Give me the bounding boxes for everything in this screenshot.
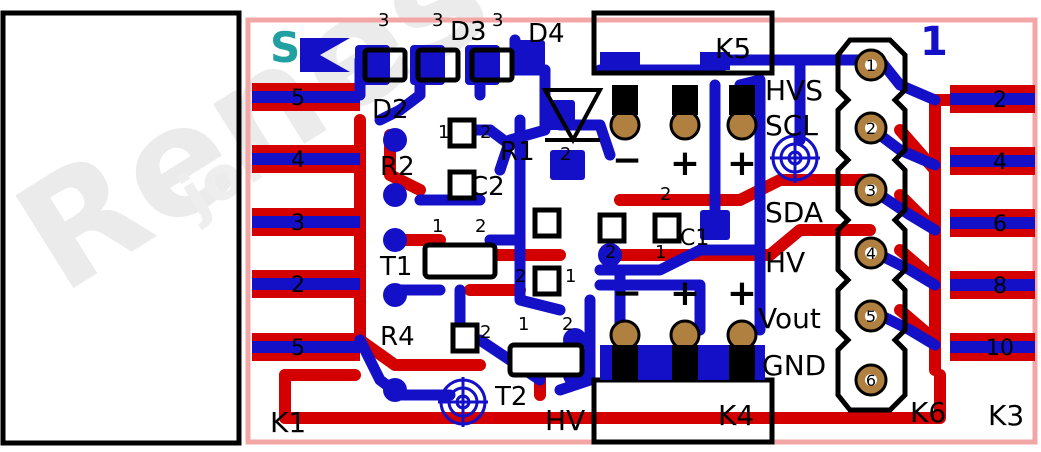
corner-mark: 1: [920, 19, 948, 65]
logo-letter: S: [270, 23, 300, 72]
k5-header-outline: [591, 10, 775, 76]
label-k1: K1: [270, 406, 306, 439]
label-k4: K4: [718, 399, 754, 432]
pin-mark-t2-1: 1: [518, 314, 529, 335]
label-c1: C1: [680, 226, 709, 251]
k6-pin-2: 2: [866, 119, 876, 138]
k6-pin-3: 3: [866, 181, 876, 200]
fiducial-target-right: [770, 133, 820, 183]
right-pin-5: 10: [986, 336, 1014, 361]
polarity-plus-bottom-2: +: [727, 273, 757, 314]
label-scl: SCL: [765, 109, 818, 142]
header-pads: [609, 85, 758, 380]
label-hv-bottom: HV: [545, 404, 585, 437]
pin-mark-c1-1: 1: [438, 122, 449, 143]
pin-mark-d3-3: 3: [432, 10, 443, 31]
left-pin-4: 2: [291, 273, 305, 298]
k6-pin-4: 4: [866, 244, 876, 263]
fiducial-target-left: [438, 377, 488, 427]
label-hvs: HVS: [765, 74, 823, 107]
polarity-minus-top: −: [612, 140, 642, 181]
k6-pin-6: 6: [866, 371, 876, 390]
label-vout: Vout: [758, 302, 821, 335]
pin-mark-t2-2: 2: [562, 314, 573, 335]
label-t1: T1: [379, 252, 412, 282]
component-labels: D2 D3 D4 R1 R2 C2 T1 R4 T2 C1: [372, 17, 709, 412]
k6-pin-5: 5: [866, 307, 876, 326]
pin-mark-k-1: 1: [655, 242, 666, 263]
d4-diode-symbol: [541, 88, 604, 145]
left-pin-3: 3: [291, 211, 305, 236]
pin-mark-c1-2: 2: [480, 122, 491, 143]
label-d4: D4: [528, 19, 565, 49]
left-edge-fingers: [252, 83, 360, 361]
label-t2: T2: [494, 382, 527, 412]
label-k3: K3: [988, 399, 1024, 432]
silkscreen-components: [362, 47, 682, 378]
pin-mark-r1-2: 2: [560, 144, 571, 165]
connector-labels: K1 K3 K4 K5 K6: [270, 32, 1024, 439]
pin-mark-t1-2: 2: [475, 216, 486, 237]
right-pin-3: 6: [993, 212, 1007, 237]
label-hv: HV: [765, 246, 805, 279]
polarity-marks: − + + − + +: [612, 140, 757, 314]
k6-pin-numbers: 1 2 3 4 5 6: [866, 56, 876, 390]
label-r4: R4: [380, 322, 415, 352]
label-k6: K6: [910, 396, 946, 429]
pin-mark-c2-2: 2: [515, 266, 526, 287]
k5-blue-fill: [600, 52, 730, 70]
label-d2: D2: [372, 95, 409, 125]
pin-mark-t1-1: 1: [432, 216, 443, 237]
right-edge-fingers: [950, 85, 1035, 361]
label-d3: D3: [450, 17, 487, 47]
left-pin-1: 5: [291, 86, 305, 111]
polarity-minus-bottom: −: [612, 273, 642, 314]
pin-mark-d4-3: 3: [492, 10, 503, 31]
left-pin-numbers: 5 4 3 2 5: [291, 86, 305, 361]
left-pin-5: 5: [291, 336, 305, 361]
label-c2: C2: [470, 172, 505, 202]
signal-labels: HVS SCL SDA HV Vout GND HV: [545, 74, 826, 437]
pin-mark-k-2: 2: [605, 242, 616, 263]
logo-arrow-icon: S: [270, 23, 350, 72]
label-r2: R2: [380, 152, 415, 182]
k6-header: [835, 37, 908, 413]
polarity-plus-top-2: +: [727, 143, 757, 184]
pin-mark-d2-3: 3: [378, 10, 389, 31]
right-pin-4: 8: [993, 274, 1007, 299]
left-pin-2: 4: [291, 148, 305, 173]
right-pin-2: 4: [993, 150, 1007, 175]
right-pin-1: 2: [993, 88, 1007, 113]
pin-mark-c-2: 2: [660, 184, 671, 205]
label-gnd: GND: [762, 349, 826, 382]
k6-pin-1: 1: [866, 56, 876, 75]
polarity-plus-top-1: +: [670, 143, 700, 184]
pin-mark-c2-1: 1: [565, 266, 576, 287]
right-pin-numbers: 2 4 6 8 10: [986, 88, 1014, 361]
label-sda: SDA: [765, 196, 823, 229]
pin-mark-r4-2: 2: [480, 322, 491, 343]
polarity-plus-bottom-1: +: [670, 273, 700, 314]
label-r1: R1: [500, 137, 535, 167]
label-k5: K5: [715, 32, 751, 65]
pin-index-marks: 3 3 3 1 2 2 1 2 1 2 2 1 2 1 2 2: [378, 10, 671, 343]
k1-housing-outline: [0, 10, 242, 446]
